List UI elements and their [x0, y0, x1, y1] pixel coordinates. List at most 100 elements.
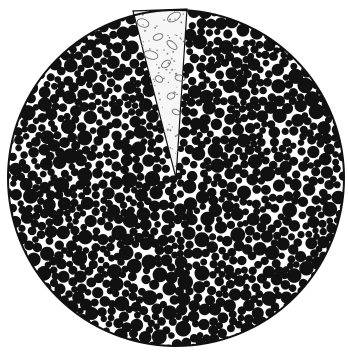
particle-dot: [279, 58, 289, 68]
particle-dot: [136, 296, 144, 304]
particle-dot: [295, 251, 306, 262]
particle-dot: [275, 292, 283, 300]
particle-dot: [222, 126, 231, 135]
particle-dot: [103, 150, 111, 158]
particle-dot: [115, 99, 123, 107]
particle-dot: [167, 235, 175, 243]
particle-dot: [182, 227, 195, 240]
particle-dot: [227, 221, 235, 229]
particle-dot: [261, 51, 269, 59]
particle-dot: [297, 231, 304, 238]
particle-dot: [134, 252, 142, 260]
particle-dot: [181, 107, 191, 117]
wedge-speck: [183, 13, 184, 14]
particle-dot: [86, 82, 93, 89]
particle-dot: [49, 257, 58, 266]
particle-dot: [234, 85, 242, 93]
particle-dot: [95, 161, 104, 170]
particle-dot: [92, 168, 103, 179]
particle-dot: [98, 180, 107, 189]
particle-dot: [293, 261, 300, 268]
particle-dot: [143, 267, 150, 274]
particle-dot: [307, 216, 319, 228]
particle-dot: [146, 326, 153, 333]
particle-dot: [289, 284, 297, 292]
wedge-speck: [169, 124, 170, 125]
particle-dot: [38, 124, 46, 132]
particle-dot: [218, 196, 225, 203]
wedge-speck: [174, 92, 176, 94]
particle-dot: [54, 76, 61, 83]
particle-dot: [103, 171, 111, 179]
particle-dot: [142, 154, 154, 166]
particle-dot: [150, 239, 159, 248]
particle-dot: [146, 110, 159, 123]
particle-dot: [222, 200, 234, 212]
particle-dot: [74, 98, 82, 106]
particle-dot: [122, 112, 129, 119]
wedge-speck: [163, 49, 165, 51]
particle-dot: [254, 146, 261, 153]
particle-dot: [175, 321, 191, 337]
particle-dot: [201, 249, 209, 257]
particle-dot: [106, 321, 113, 328]
particle-dot: [92, 200, 99, 207]
particle-dot: [31, 219, 39, 227]
particle-dot: [105, 200, 113, 208]
particle-dot: [298, 147, 306, 155]
particle-dot: [197, 18, 208, 29]
particle-dot: [223, 80, 236, 93]
particle-dot: [213, 97, 221, 105]
particle-dot: [182, 316, 189, 323]
particle-dot: [269, 194, 277, 202]
particle-dot: [257, 273, 267, 283]
particle-dot: [280, 52, 287, 59]
particle-dot: [239, 46, 249, 56]
particle-dot: [204, 225, 212, 233]
particle-dot: [211, 119, 222, 130]
particle-dot: [100, 246, 107, 253]
particle-dot: [237, 186, 251, 200]
particle-dot: [180, 139, 188, 147]
particle-dot: [98, 257, 105, 264]
particle-dot: [293, 190, 301, 198]
particle-dot: [64, 59, 78, 73]
particle-dot: [288, 255, 296, 263]
particle-dot: [122, 123, 129, 130]
particle-dot: [216, 291, 223, 298]
particle-dot: [241, 63, 249, 71]
particle-dot: [309, 104, 324, 119]
particle-dot: [120, 209, 128, 217]
particle-dot: [257, 79, 265, 87]
particle-dot: [282, 128, 289, 135]
particle-dot: [75, 245, 82, 252]
particle-dot: [271, 239, 279, 247]
particle-dot: [230, 272, 237, 279]
wedge-speck: [143, 24, 144, 25]
particle-dot: [106, 243, 115, 252]
particle-dot: [236, 177, 243, 184]
particle-dot: [223, 158, 233, 168]
wedge-speck: [148, 40, 149, 41]
particle-dot: [218, 247, 226, 255]
wedge-speck: [176, 134, 178, 136]
particle-dot: [128, 283, 138, 293]
particle-dot: [298, 197, 308, 207]
particle-dot: [219, 271, 226, 278]
particle-dot: [93, 227, 101, 235]
particle-dot: [32, 184, 39, 191]
particle-dot: [56, 209, 64, 217]
wedge-speck: [174, 11, 175, 12]
particle-dot: [243, 56, 250, 63]
particle-dot: [271, 79, 285, 93]
particle-dot: [50, 266, 58, 274]
particle-dot: [177, 190, 184, 197]
particle-dot: [137, 173, 145, 181]
wedge-speck: [168, 82, 169, 83]
particle-dot: [245, 236, 252, 243]
particle-dot: [207, 286, 216, 295]
particle-dot: [183, 180, 197, 194]
particle-dot: [84, 111, 97, 124]
wedge-speck: [165, 69, 167, 71]
